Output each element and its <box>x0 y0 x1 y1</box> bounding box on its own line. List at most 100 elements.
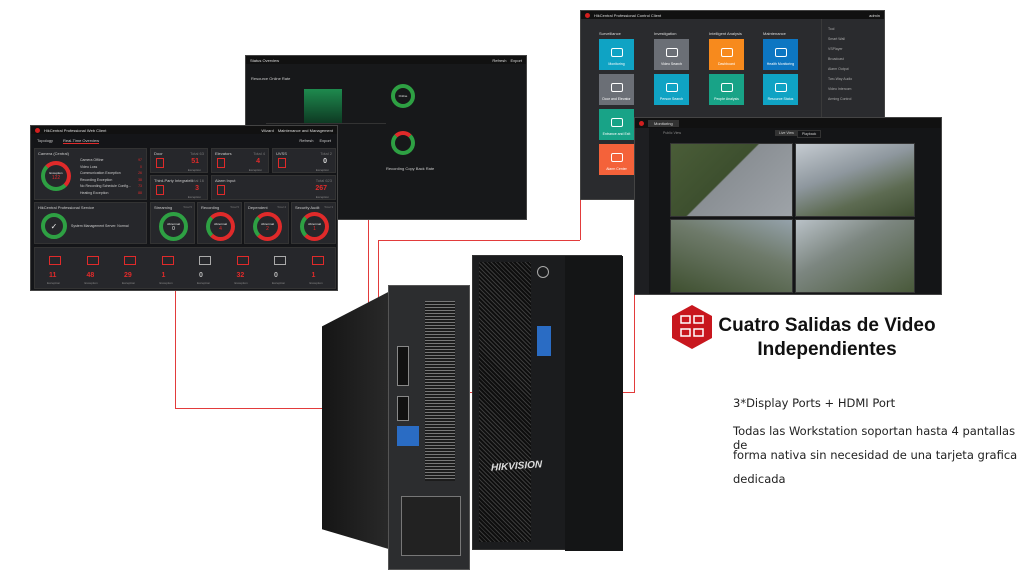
device-type-icon <box>311 256 324 265</box>
description-line-2: forma nativa sin necesidad de una tarjet… <box>733 448 1018 462</box>
ring-total: Total 5 <box>230 205 239 209</box>
tool-item[interactable]: Arming Control <box>828 97 852 101</box>
stat-value: 267 <box>315 185 327 192</box>
ring-label: Abnormal <box>308 221 321 226</box>
tab-topology[interactable]: Topology <box>37 138 54 143</box>
stat-title: UVSS <box>276 151 287 156</box>
app-title: HikCentral Professional Web Client <box>44 127 107 133</box>
tool-title: Tool <box>828 27 835 31</box>
camera-feed-2[interactable] <box>795 143 915 217</box>
module-tile-dashboard[interactable]: Dashboard <box>709 39 744 70</box>
live-view-button[interactable]: Live View <box>775 130 798 136</box>
row-label: Communication Exception <box>80 171 121 176</box>
tile-label: Person Search <box>659 97 684 101</box>
stat-total: Total 63 <box>189 151 204 156</box>
stat-label: Exception <box>187 195 201 199</box>
camera-status-row[interactable]: No Recording Schedule Config...73 <box>80 184 142 188</box>
module-tile-alarm-center[interactable]: Alarm Center <box>599 144 634 175</box>
module-tile-resource-status[interactable]: Resource Status <box>763 74 798 105</box>
ring-value: 1 <box>313 225 316 232</box>
tile-label: Door and Elevator <box>602 97 631 101</box>
description-line-3: dedicada <box>733 472 786 486</box>
row-value: 73 <box>138 184 142 189</box>
tile-label: Health Monitoring <box>766 62 795 66</box>
camera-feed-4[interactable] <box>795 219 915 293</box>
export-button[interactable]: Export <box>510 57 522 63</box>
row-label: Recording Exception <box>80 177 113 182</box>
stat-total: Total 4 <box>253 151 265 156</box>
device-count: 48 <box>86 272 95 279</box>
stat-value: 0 <box>323 158 327 165</box>
module-tile-video-search[interactable]: Video Search <box>654 39 689 70</box>
maintenance-link[interactable]: Maintenance and Management <box>277 127 333 133</box>
exception-count: 122 <box>51 175 61 181</box>
tab-real-time-overview[interactable]: Real-Time Overview <box>63 138 100 144</box>
left-nav <box>635 128 649 294</box>
tool-item[interactable]: Smart Wall <box>828 37 845 41</box>
brand-logo: HIKVISION <box>491 459 543 474</box>
module-tile-entrance-and-exit[interactable]: Entrance and Exit <box>599 109 634 140</box>
row-label: Video Loss <box>80 164 98 169</box>
module-tile-person-search[interactable]: Person Search <box>654 74 689 105</box>
export-button[interactable]: Export <box>319 138 331 143</box>
stat-value: 51 <box>191 158 199 165</box>
ring-title: Security Audit <box>295 205 320 210</box>
stat-title: Elevators <box>215 151 232 156</box>
row-value: 88 <box>138 190 142 195</box>
stat-title: Door <box>154 151 163 156</box>
module-tile-monitoring[interactable]: Monitoring <box>599 39 634 70</box>
stat-label: Exception <box>315 168 329 172</box>
tab-monitoring[interactable]: Monitoring <box>648 119 679 127</box>
ring-total: Total 5 <box>183 205 192 209</box>
stat-value: 4 <box>256 158 260 165</box>
user-name[interactable]: admin <box>869 12 880 18</box>
tile-label: Entrance and Exit <box>602 132 631 136</box>
device-label: Exception <box>47 281 61 285</box>
tool-item[interactable]: Video Intercom <box>828 87 852 91</box>
module-tile-people-analysis[interactable]: People Analysis <box>709 74 744 105</box>
device-count: 32 <box>236 272 245 279</box>
tool-item[interactable]: Alarm Output <box>828 67 849 71</box>
refresh-button[interactable]: Refresh <box>492 57 507 63</box>
device-type-icon <box>199 256 211 265</box>
tool-item[interactable]: VSPlayer <box>828 47 843 51</box>
monitoring-screen: Monitoring Public View Live View Playbac… <box>634 117 942 295</box>
view-select[interactable]: Public View <box>663 131 682 135</box>
refresh-button[interactable]: Refresh <box>299 138 314 143</box>
device-label: Exception <box>197 281 211 285</box>
device-label: Exception <box>159 281 173 285</box>
wizard-link[interactable]: Wizard <box>261 127 274 133</box>
chart-title-online-rate: Resource Online Rate <box>251 76 291 81</box>
camera-feed-1[interactable] <box>670 143 793 217</box>
stat-title: Third-Party Integrated <box>154 178 193 183</box>
playback-button[interactable]: Playback <box>797 130 822 138</box>
stat-label: Exception <box>187 168 201 172</box>
tile-label: People Analysis <box>714 97 739 101</box>
device-label: Exception <box>122 281 136 285</box>
camera-feed-3[interactable] <box>670 219 793 293</box>
service-status: System Management Server: Normal <box>71 224 129 228</box>
module-tile-health-monitoring[interactable]: Health Monitoring <box>763 39 798 70</box>
ring-value: 2 <box>266 225 269 232</box>
stat-label: Exception <box>315 195 329 199</box>
tool-item[interactable]: Broadcast <box>828 57 844 61</box>
module-tile-door-and-elevator[interactable]: Door and Elevator <box>599 74 634 105</box>
device-count: 29 <box>124 272 132 279</box>
tool-item[interactable]: Two-Way Audio <box>828 77 853 81</box>
ring-title: Recording <box>201 205 220 210</box>
stat-device-icon <box>156 158 164 168</box>
device-label: Exception <box>234 281 248 285</box>
